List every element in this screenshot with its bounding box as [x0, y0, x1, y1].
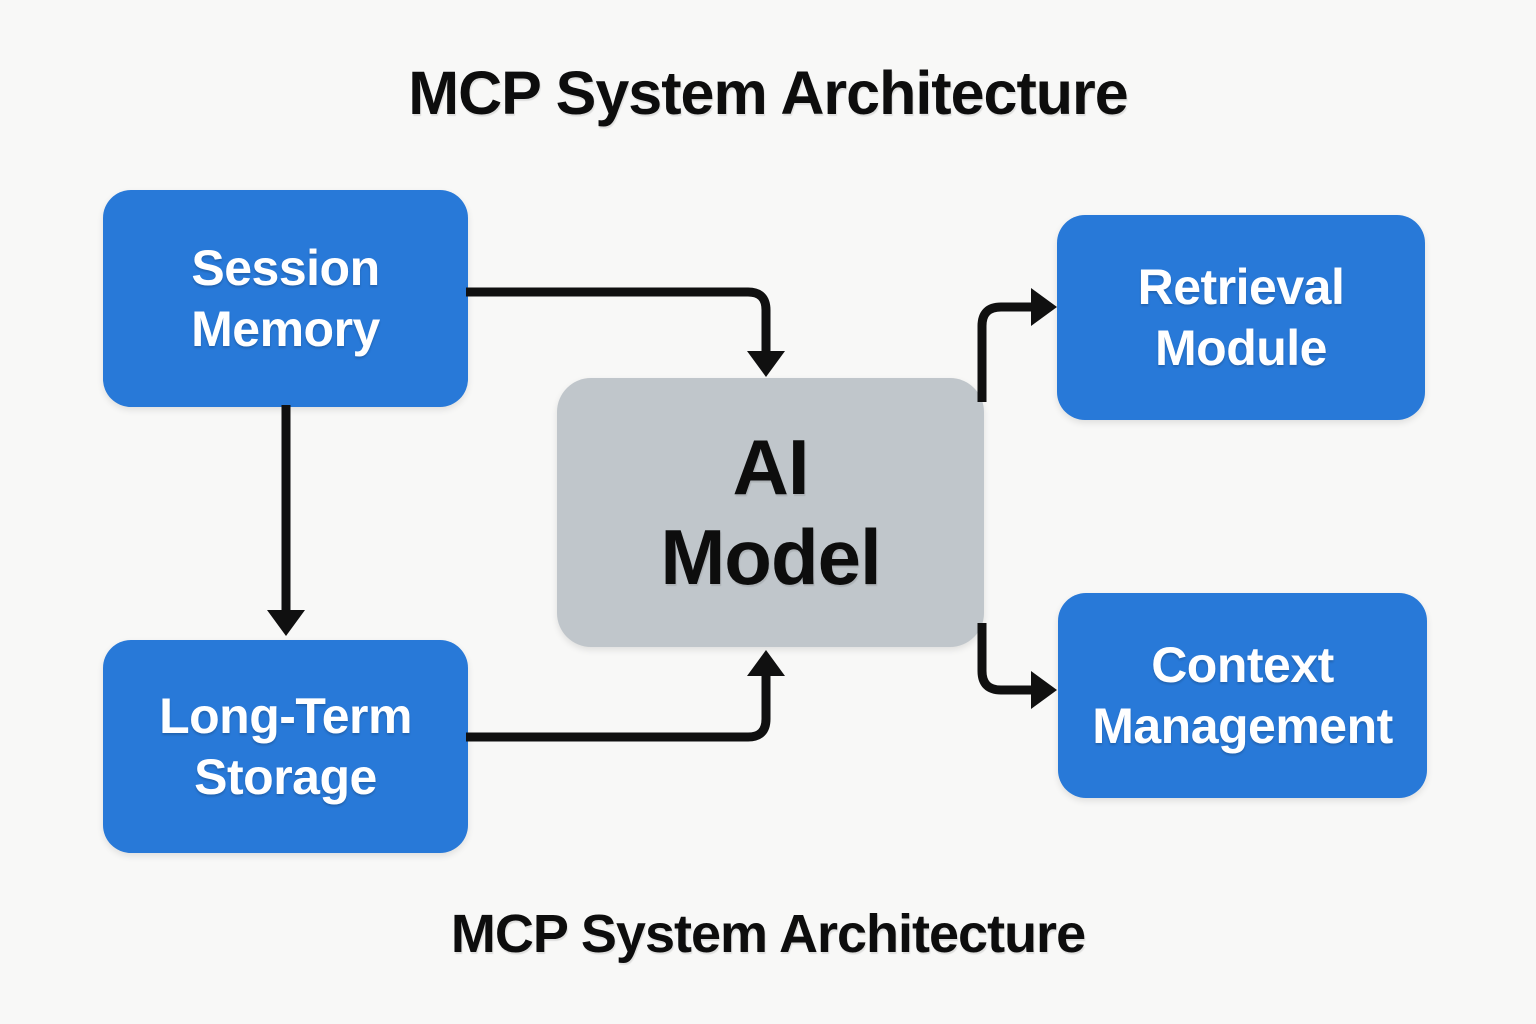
node-retrieval-module: Retrieval Module: [1057, 215, 1425, 420]
node-long-term-storage-label-line1: Long-Term: [159, 687, 412, 744]
node-long-term-storage: Long-Term Storage: [103, 640, 468, 853]
node-ai-model: AI Model: [557, 378, 984, 647]
node-retrieval-module-label-line2: Module: [1155, 319, 1327, 376]
arrow-long-term-storage-to-ai-model: [466, 650, 785, 742]
diagram-title-bottom: MCP System Architecture: [450, 904, 1086, 964]
arrow-session-memory-to-ai-model: [466, 287, 785, 377]
arrow-ai-model-to-retrieval-module: [977, 288, 1057, 402]
node-session-memory-label-line2: Memory: [191, 300, 380, 357]
arrow-ai-model-to-context-management: [977, 623, 1057, 709]
node-retrieval-module-label-line1: Retrieval: [1137, 258, 1345, 315]
diagram-title-top: MCP System Architecture: [408, 59, 1128, 127]
node-ai-model-label-line2: Model: [660, 512, 881, 601]
node-session-memory-label-line1: Session: [191, 239, 380, 296]
arrow-session-memory-to-long-term-storage: [267, 405, 305, 636]
node-context-management-label-line1: Context: [1151, 636, 1334, 693]
node-ai-model-label-line1: AI: [732, 422, 810, 511]
node-context-management-label-line2: Management: [1092, 697, 1393, 754]
node-session-memory: Session Memory: [103, 190, 468, 407]
node-context-management: Context Management: [1058, 593, 1427, 798]
node-long-term-storage-label-line2: Storage: [194, 748, 377, 805]
